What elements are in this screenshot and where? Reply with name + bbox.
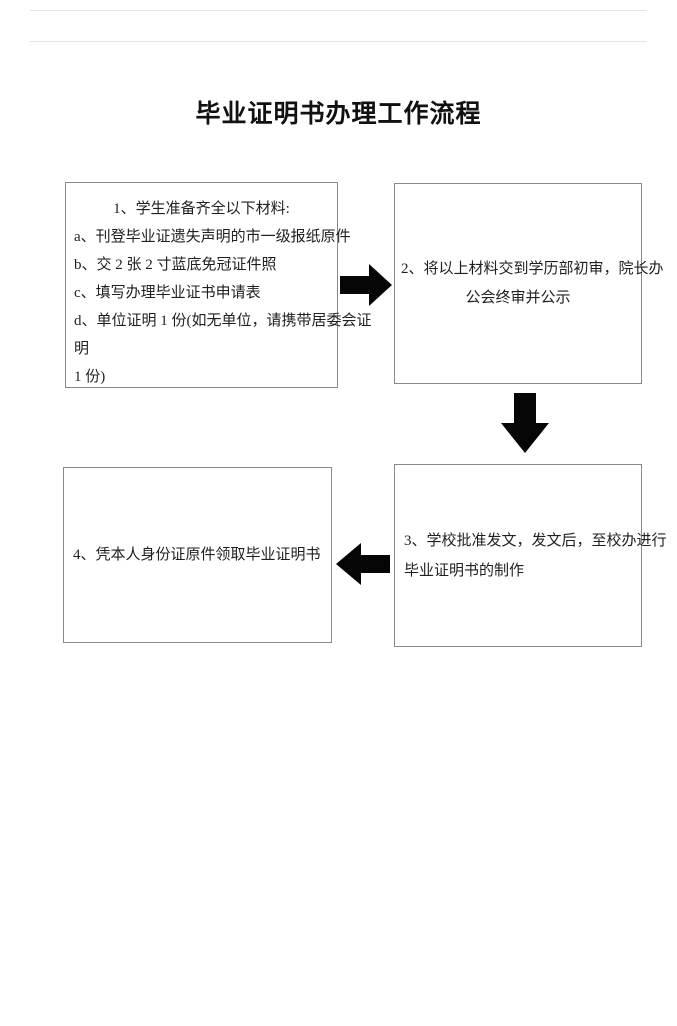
page-title: 毕业证明书办理工作流程 [195, 100, 482, 128]
step1-item-b: b、交 2 张 2 寸蓝底免冠证件照 [74, 257, 277, 273]
flow-box-step1: 1、学生准备齐全以下材料: a、刊登毕业证遗失声明的市一级报纸原件 b、交 2 … [65, 182, 372, 388]
step2-text-line1: 2、将以上材料交到学历部初审，院长办 [401, 260, 664, 277]
flow-box-step2: 2、将以上材料交到学历部初审，院长办 公会终审并公示 [394, 183, 664, 384]
step1-item-d-cont2: 1 份) [74, 369, 106, 385]
step2-text-line2: 公会终审并公示 [465, 289, 571, 306]
step1-item-c: c、填写办理毕业证书申请表 [74, 285, 261, 301]
top-divider-line [30, 10, 647, 11]
arrow-right-icon [340, 264, 392, 306]
arrow-down-icon [501, 393, 549, 453]
arrow-left-icon [336, 543, 390, 585]
step3-text-line1: 3、学校批准发文，发文后，至校办进行 [404, 532, 667, 549]
flow-box-step4: 4、凭本人身份证原件领取毕业证明书 [63, 467, 332, 643]
step3-text-line2: 毕业证明书的制作 [404, 562, 525, 579]
flow-box-step3: 3、学校批准发文，发文后，至校办进行 毕业证明书的制作 [394, 464, 667, 647]
step1-item-d: d、单位证明 1 份(如无单位，请携带居委会证 [74, 313, 372, 329]
step1-item-d-cont: 明 [74, 341, 90, 357]
step1-heading: 1、学生准备齐全以下材料: [113, 201, 290, 217]
step4-text-line1: 4、凭本人身份证原件领取毕业证明书 [73, 547, 321, 563]
step1-item-a: a、刊登毕业证遗失声明的市一级报纸原件 [74, 229, 351, 245]
second-divider-line [30, 41, 647, 42]
